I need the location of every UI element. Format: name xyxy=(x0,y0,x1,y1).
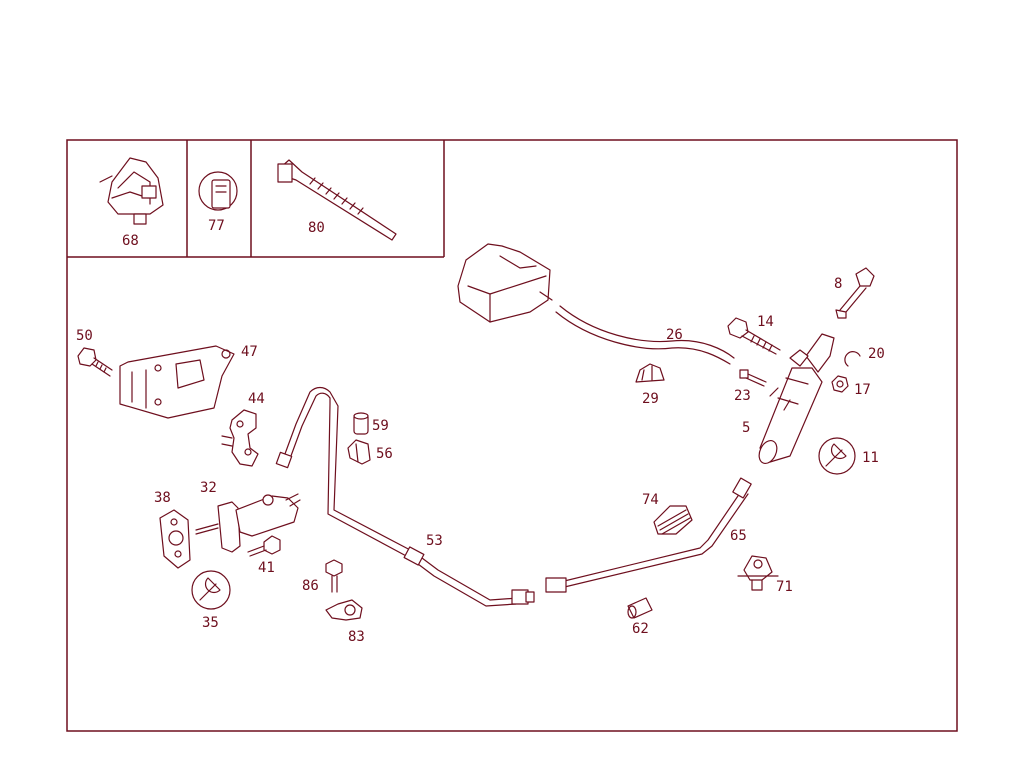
inset-panel xyxy=(67,140,445,258)
part-11-wrench-icon[interactable] xyxy=(818,437,856,475)
callout-62: 62 xyxy=(632,621,649,637)
callout-77: 77 xyxy=(208,218,225,234)
part-56-clip[interactable] xyxy=(347,439,371,465)
part-29-boot[interactable] xyxy=(635,363,665,383)
part-68-bracket[interactable] xyxy=(99,157,164,225)
callout-59: 59 xyxy=(372,418,389,434)
callout-14: 14 xyxy=(757,314,774,330)
callout-38: 38 xyxy=(154,490,171,506)
diagram-frame xyxy=(66,139,958,732)
callout-56: 56 xyxy=(376,446,393,462)
part-59-sleeve[interactable] xyxy=(353,412,369,435)
callout-83: 83 xyxy=(348,629,365,645)
part-8-bolt[interactable] xyxy=(835,267,875,319)
callout-80: 80 xyxy=(308,220,325,236)
part-17-nut[interactable] xyxy=(831,375,849,393)
callout-11: 11 xyxy=(862,450,879,466)
part-53-brake-line[interactable] xyxy=(275,386,535,607)
part-44-plate[interactable] xyxy=(221,409,259,467)
callout-20: 20 xyxy=(868,346,885,362)
part-26-hose[interactable] xyxy=(555,305,735,365)
callout-47: 47 xyxy=(241,344,258,360)
part-62-bushing[interactable] xyxy=(627,597,653,619)
callout-71: 71 xyxy=(776,579,793,595)
callout-29: 29 xyxy=(642,391,659,407)
part-77-grommet[interactable] xyxy=(198,171,238,211)
callout-35: 35 xyxy=(202,615,219,631)
callout-86: 86 xyxy=(302,578,319,594)
callout-74: 74 xyxy=(642,492,659,508)
callout-32: 32 xyxy=(200,480,217,496)
part-20-clip[interactable] xyxy=(844,351,861,367)
part-38-gasket[interactable] xyxy=(159,509,191,569)
callout-53: 53 xyxy=(426,533,443,549)
part-5-cylinder[interactable] xyxy=(756,333,835,466)
callout-5: 5 xyxy=(742,420,750,436)
part-41-bolt[interactable] xyxy=(247,535,281,557)
callout-17: 17 xyxy=(854,382,871,398)
reservoir[interactable] xyxy=(457,243,553,323)
part-65-pipe[interactable] xyxy=(545,477,752,593)
part-23-bolt[interactable] xyxy=(739,369,767,387)
callout-23: 23 xyxy=(734,388,751,404)
part-35-wrench-icon[interactable] xyxy=(191,570,231,610)
part-47-bracket[interactable] xyxy=(119,345,235,419)
callout-26: 26 xyxy=(666,327,683,343)
callout-41: 41 xyxy=(258,560,275,576)
part-32-slave-cylinder[interactable] xyxy=(195,493,301,553)
callout-8: 8 xyxy=(834,276,842,292)
callout-44: 44 xyxy=(248,391,265,407)
part-74-bellows[interactable] xyxy=(653,505,693,535)
callout-65: 65 xyxy=(730,528,747,544)
part-50-bolt[interactable] xyxy=(77,347,113,377)
part-86-bolt[interactable] xyxy=(325,559,343,593)
callout-68: 68 xyxy=(122,233,139,249)
callout-50: 50 xyxy=(76,328,93,344)
part-14-bolt[interactable] xyxy=(727,317,781,355)
part-80-cable-tie[interactable] xyxy=(277,159,397,241)
part-71-bleeder[interactable] xyxy=(737,555,779,591)
part-83-clamp[interactable] xyxy=(325,599,363,621)
